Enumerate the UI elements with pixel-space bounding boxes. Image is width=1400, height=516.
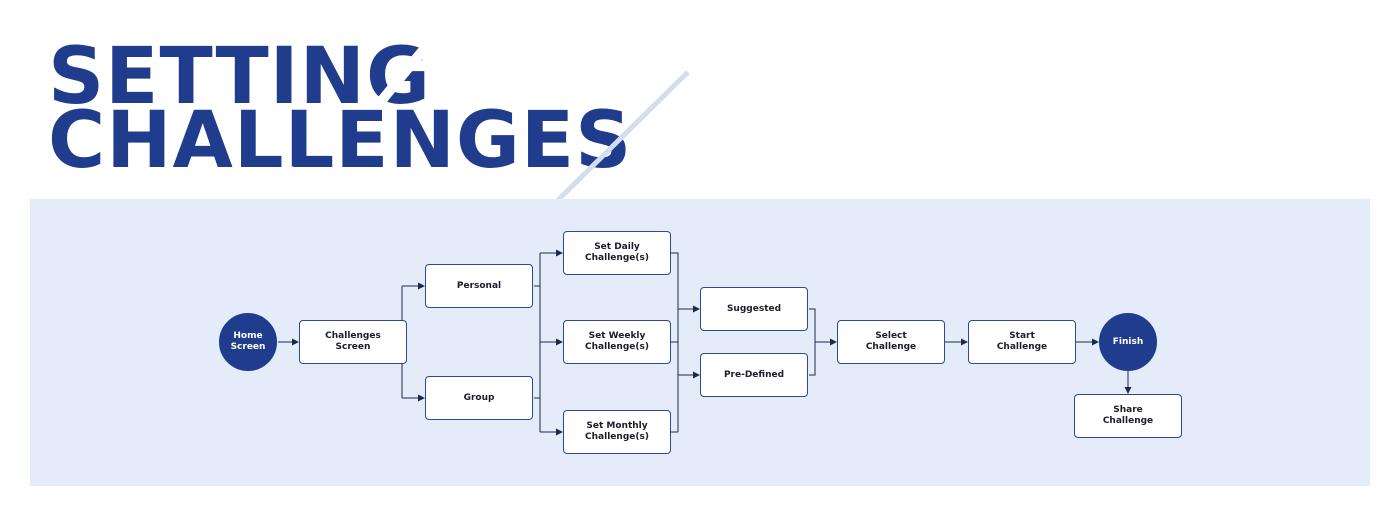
title-line-2: CHALLENGES: [48, 96, 633, 186]
node-select-challenge: Select Challenge: [837, 320, 945, 364]
node-share-challenge: Share Challenge: [1074, 394, 1182, 438]
node-challenges-screen: Challenges Screen: [299, 320, 407, 364]
node-group: Group: [425, 376, 533, 420]
node-finish: Finish: [1099, 313, 1157, 371]
node-set-monthly-challenges: Set Monthly Challenge(s): [563, 410, 671, 454]
title-slash-decoration: [256, 34, 690, 200]
flow-connectors: [278, 249, 1132, 436]
flowchart: Home Screen Challenges Screen Personal G…: [30, 199, 1370, 486]
page-title: SETTING CHALLENGES: [48, 30, 748, 200]
title-line-1: SETTING: [48, 32, 431, 122]
node-pre-defined: Pre-Defined: [700, 353, 808, 397]
node-start-challenge: Start Challenge: [968, 320, 1076, 364]
node-personal: Personal: [425, 264, 533, 308]
connector-types-merge: [809, 308, 816, 376]
node-set-weekly-challenges: Set Weekly Challenge(s): [563, 320, 671, 364]
connector-periods-merge: [671, 252, 679, 433]
connector-personal-group-merge: [534, 253, 541, 432]
node-suggested: Suggested: [700, 287, 808, 331]
node-set-daily-challenges: Set Daily Challenge(s): [563, 231, 671, 275]
node-home-screen: Home Screen: [219, 313, 277, 371]
